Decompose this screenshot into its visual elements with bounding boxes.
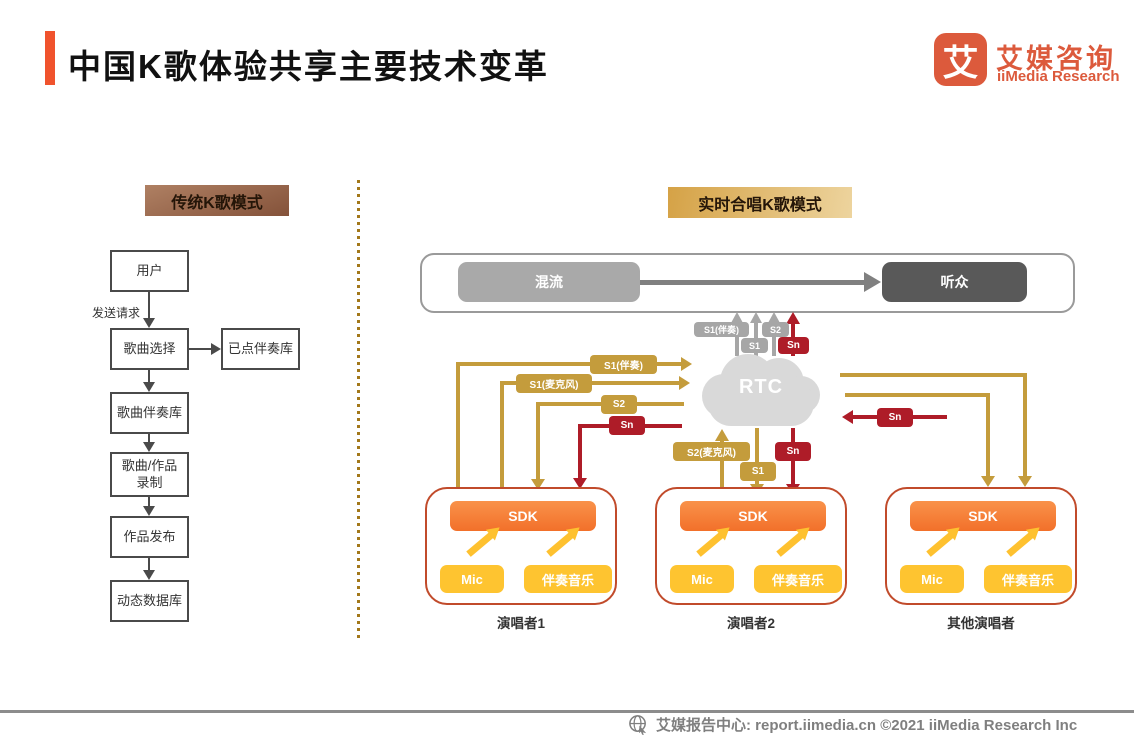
- stream-label-sn-left: Sn: [609, 416, 645, 435]
- stream-label-s2-left: S2: [601, 395, 637, 414]
- upstream-arrowhead-up-icon: [750, 312, 762, 323]
- s1-mic-vline: [500, 383, 504, 501]
- gold-hline-right-1: [840, 373, 1027, 377]
- flow-node-publish: 作品发布: [110, 516, 189, 558]
- stream-label-s1-mic: S1(麦克风): [516, 374, 592, 393]
- stream-label-sn-top: Sn: [778, 337, 809, 354]
- mic-to-sdk-arrow-icon: [696, 532, 724, 557]
- rtc-cloud: RTC: [702, 354, 820, 430]
- s2-incoming-vline: [536, 402, 540, 480]
- accomp-to-sdk-arrow-icon: [776, 532, 804, 557]
- mix-to-audience-arrow-line: [640, 280, 868, 285]
- title-accent-bar: [45, 31, 55, 85]
- footer-divider: [0, 710, 1134, 713]
- arrowhead-up-icon: [715, 429, 729, 441]
- mic-box: Mic: [900, 565, 964, 593]
- accomp-to-sdk-arrow-icon: [1006, 532, 1034, 557]
- logo-glyph: 艾: [942, 41, 979, 83]
- stream-label-sn-mid: Sn: [775, 442, 811, 461]
- stream-label-s1-accomp-left: S1(伴奏): [590, 355, 657, 374]
- arrowhead-down-icon: [573, 478, 587, 489]
- accomp-box: 伴奏音乐: [524, 565, 612, 593]
- stream-label-s2-mic: S2(麦克风): [673, 442, 750, 461]
- flow-arrow-line: [148, 434, 150, 443]
- flow-arrow-line: [148, 497, 150, 507]
- upstream-arrowhead-up-icon: [768, 312, 780, 323]
- singer-group-2: SDK Mic 伴奏音乐: [655, 487, 847, 605]
- singer-caption-2: 演唱者2: [726, 616, 775, 631]
- singer-caption-1: 演唱者1: [496, 616, 545, 631]
- singer-group-3: SDK Mic 伴奏音乐: [885, 487, 1077, 605]
- audience-node: 听众: [882, 262, 1027, 302]
- singer-group-1: SDK Mic 伴奏音乐: [425, 487, 617, 605]
- stream-label-s1-accomp-top: S1(伴奏): [694, 322, 749, 337]
- footer: 艾媒报告中心: report.iimedia.cn ©2021 iiMedia …: [628, 714, 1077, 735]
- arrowhead-down-icon: [531, 479, 545, 490]
- flow-node-dynamic-db: 动态数据库: [110, 580, 189, 622]
- flow-arrowhead-down-icon: [143, 318, 155, 328]
- s1-accomp-vline: [456, 364, 460, 501]
- flow-arrow-line: [148, 558, 150, 571]
- flow-arrowhead-down-icon: [143, 506, 155, 516]
- globe-cursor-icon: [629, 715, 647, 735]
- flow-arrowhead-down-icon: [143, 382, 155, 392]
- mix-to-audience-arrowhead-icon: [864, 272, 881, 292]
- cloud-base: [708, 380, 814, 426]
- arrowhead-down-icon: [1018, 476, 1032, 487]
- singer-caption-3: 其他演唱者: [947, 616, 1015, 631]
- upstream-line-gray: [735, 322, 739, 356]
- mic-to-sdk-arrow-icon: [466, 532, 494, 557]
- section-divider: [357, 180, 360, 638]
- flow-node-song-select: 歌曲选择: [110, 328, 189, 370]
- arrowhead-right-icon: [679, 376, 690, 390]
- flow-arrow-line: [148, 370, 150, 383]
- gold-hline-right-2: [845, 393, 990, 397]
- s1-down-vline: [755, 428, 759, 485]
- iimedia-logo-icon: 艾: [934, 33, 987, 86]
- logo-brand-cn: 艾媒咨询: [996, 44, 1116, 74]
- edge-label-send-request: 发送请求: [92, 306, 141, 320]
- flow-arrow-line: [189, 348, 213, 350]
- flow-node-selected-accomp-lib: 已点伴奏库: [221, 328, 300, 370]
- accomp-box: 伴奏音乐: [754, 565, 842, 593]
- stream-label-s1-top: S1: [741, 338, 768, 353]
- left-panel-badge: 传统K歌模式: [145, 185, 289, 216]
- flow-arrowhead-down-icon: [143, 570, 155, 580]
- stream-label-s2-top: S2: [762, 322, 789, 337]
- gold-vline-right-2: [986, 393, 990, 477]
- upstream-line-gray: [772, 322, 776, 356]
- sn-incoming-vline: [578, 424, 582, 479]
- arrowhead-right-icon: [681, 357, 692, 371]
- arrowhead-left-icon: [842, 410, 853, 424]
- upstream-arrowhead-up-icon: [731, 312, 743, 323]
- arrowhead-down-icon: [981, 476, 995, 487]
- stream-label-s1-mid: S1: [740, 462, 776, 481]
- stream-label-sn-right: Sn: [877, 408, 913, 427]
- flow-node-user: 用户: [110, 250, 189, 292]
- mic-box: Mic: [440, 565, 504, 593]
- upstream-arrowhead-up-icon: [786, 312, 800, 324]
- s1-accomp-hline: [456, 362, 682, 366]
- accomp-to-sdk-arrow-icon: [546, 532, 574, 557]
- page-title: 中国K歌体验共享主要技术变革: [68, 48, 549, 85]
- mic-to-sdk-arrow-icon: [926, 532, 954, 557]
- gold-vline-right-1: [1023, 373, 1027, 477]
- flow-arrow-line: [148, 292, 150, 319]
- accomp-box: 伴奏音乐: [984, 565, 1072, 593]
- right-panel-badge: 实时合唱K歌模式: [668, 187, 852, 218]
- flow-node-recording: 歌曲/作品 录制: [110, 452, 189, 497]
- flow-arrowhead-down-icon: [143, 442, 155, 452]
- flow-node-song-accomp-lib: 歌曲伴奏库: [110, 392, 189, 434]
- logo-brand-en: iiMedia Research: [997, 68, 1120, 85]
- mix-node: 混流: [458, 262, 640, 302]
- s2-mic-vline: [720, 440, 724, 502]
- flow-arrowhead-right-icon: [211, 343, 221, 355]
- footer-text: 艾媒报告中心: report.iimedia.cn ©2021 iiMedia …: [656, 717, 1078, 734]
- rtc-label: RTC: [738, 376, 784, 398]
- mic-box: Mic: [670, 565, 734, 593]
